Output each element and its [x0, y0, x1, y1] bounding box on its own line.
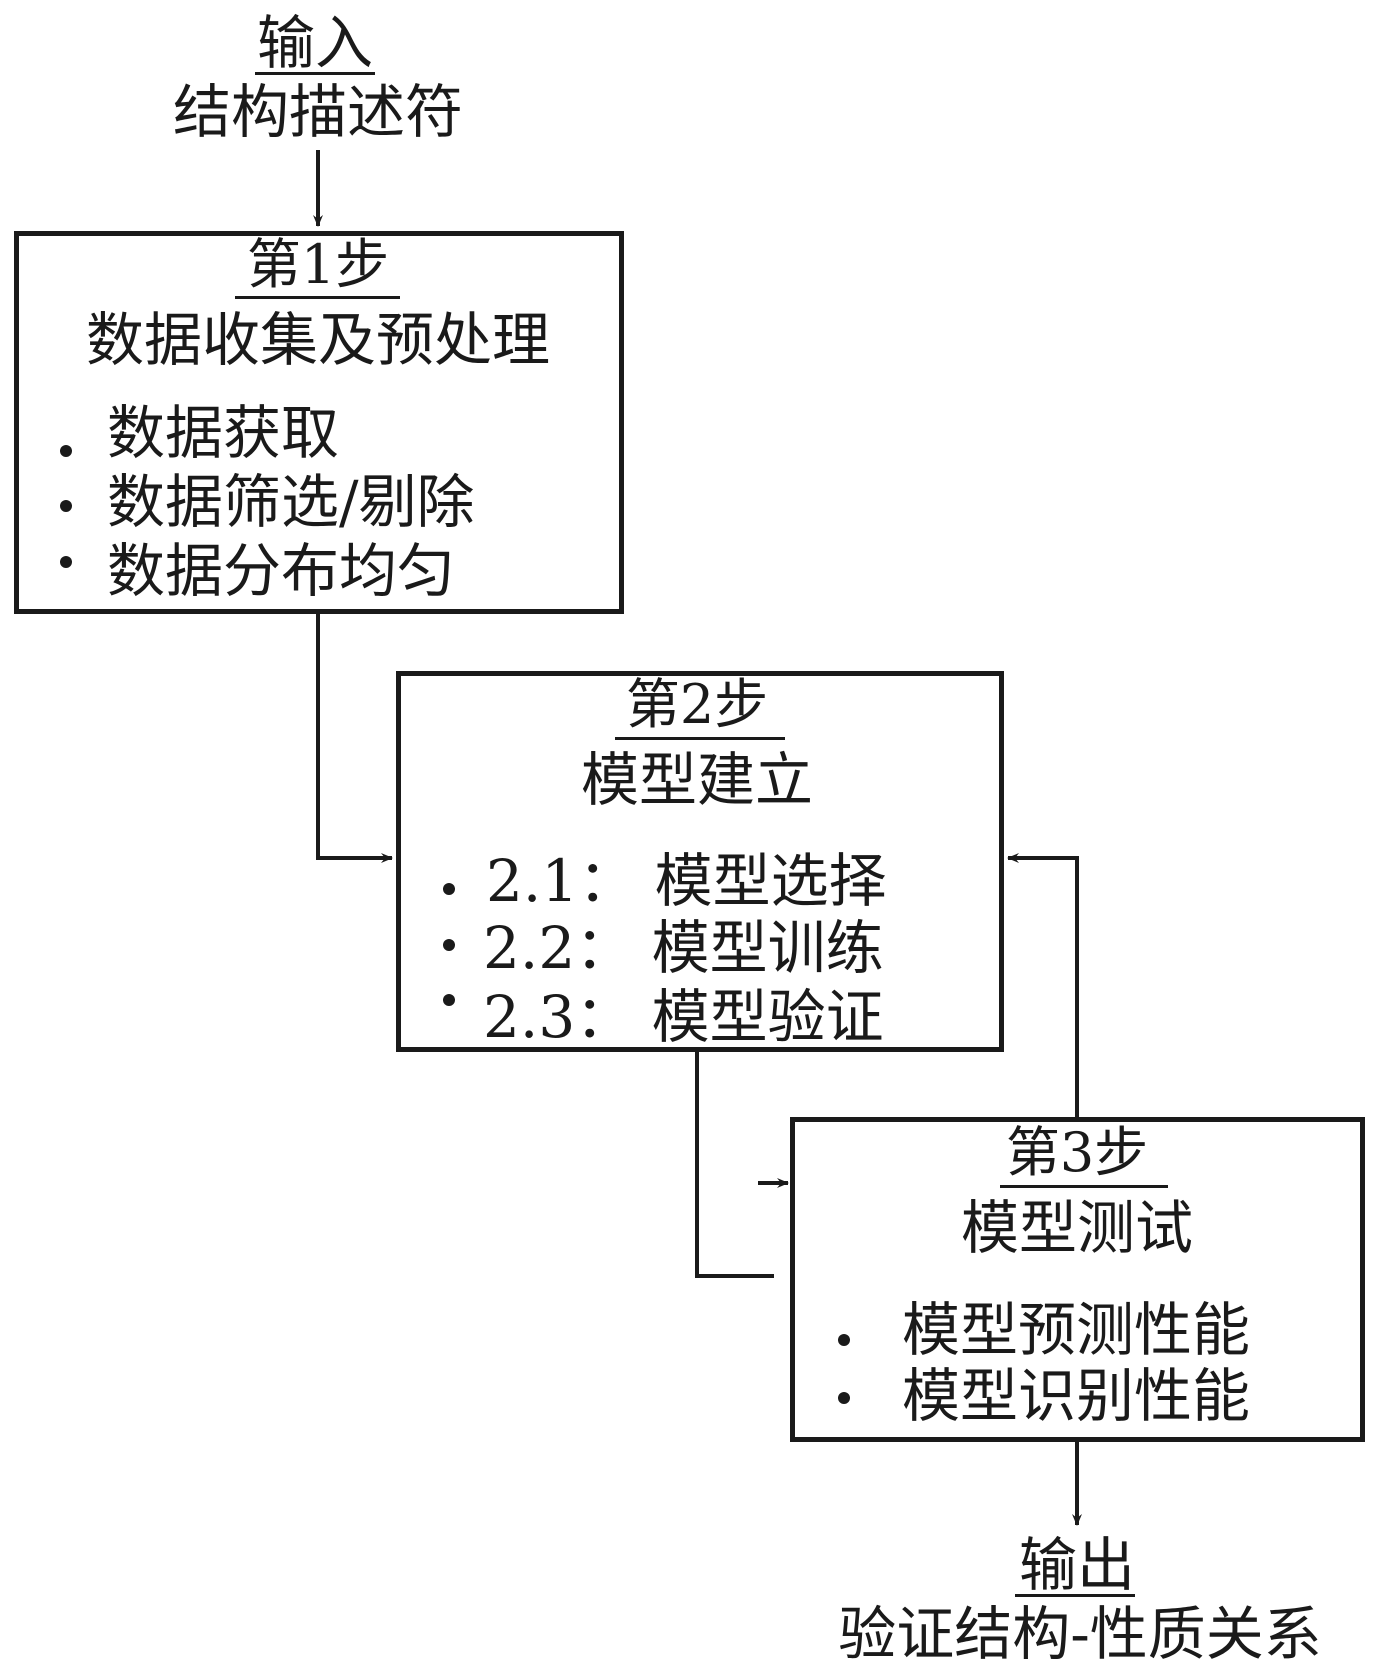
step1-name: 数据收集及预处理: [85, 306, 551, 374]
output-underline: [1015, 1594, 1135, 1597]
bullet: [60, 556, 72, 568]
step1-box: [14, 231, 624, 614]
bullet: [838, 1334, 850, 1346]
step1-title: 第1步: [246, 233, 390, 296]
step1-item: 数据分布均匀: [107, 537, 456, 605]
step2-item: 2.1： 模型选择: [486, 847, 887, 915]
bullet: [443, 883, 455, 895]
step3-item: 模型识别性能: [902, 1362, 1251, 1430]
output-description: 验证结构-性质关系: [838, 1600, 1322, 1664]
step3-title: 第3步: [1005, 1121, 1149, 1184]
step2-box: [396, 671, 1004, 1052]
step1-underline: [235, 296, 400, 299]
input-label: 输入: [256, 9, 374, 77]
step3-underline: [1000, 1185, 1168, 1188]
step2-item: 2.3： 模型验证: [483, 983, 884, 1051]
bullet: [443, 939, 455, 951]
input-description: 结构描述符: [172, 78, 464, 146]
input-underline: [255, 72, 375, 75]
step2-name: 模型建立: [580, 746, 814, 814]
step2-item: 2.2： 模型训练: [483, 914, 884, 982]
step3-box: [790, 1117, 1365, 1442]
step1-item: 数据获取: [107, 399, 340, 467]
bullet: [60, 500, 72, 512]
step2-title: 第2步: [625, 673, 769, 736]
bullet: [443, 994, 455, 1006]
feedback-arrow: [1007, 853, 1079, 1117]
bullet: [60, 445, 72, 457]
bullet: [838, 1392, 850, 1404]
step2-underline: [615, 737, 785, 740]
step2-to-step3-line: [695, 1052, 774, 1278]
step3-name: 模型测试: [960, 1194, 1194, 1262]
step1-item: 数据筛选/剔除: [107, 468, 475, 536]
step1-to-step2-arrow: [316, 614, 393, 863]
output-label: 输出: [1018, 1531, 1136, 1599]
step3-item: 模型预测性能: [902, 1296, 1251, 1364]
